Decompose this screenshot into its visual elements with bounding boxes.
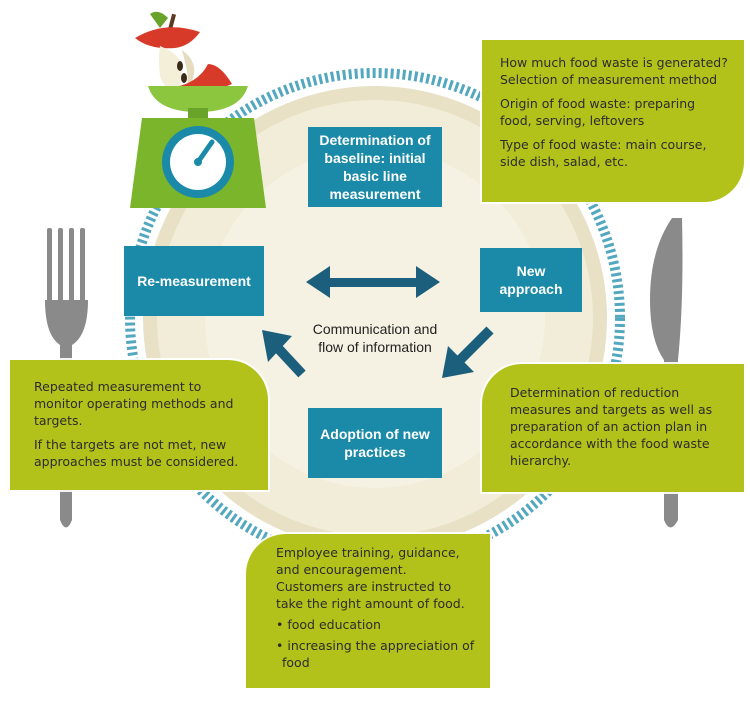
step-remeasurement-label: Re-measurement	[137, 273, 251, 289]
arrow-down-left-icon	[442, 326, 494, 378]
step-new-approach-label: New approach	[499, 263, 563, 297]
info-remeasurement-line-2: If the targets are not met, new approach…	[34, 437, 239, 469]
step-baseline-label: Determination of baseline: initial basic…	[319, 132, 431, 202]
apple-core-icon	[135, 11, 232, 96]
info-baseline-line-1: How much food waste is generated? Select…	[500, 55, 728, 87]
step-new-approach: New approach	[480, 248, 582, 312]
info-box-new-approach: Determination of reduction measures and …	[482, 364, 744, 492]
info-box-baseline: How much food waste is generated? Select…	[482, 40, 744, 202]
step-baseline: Determination of baseline: initial basic…	[308, 127, 442, 207]
kitchen-scale-icon	[130, 86, 266, 208]
double-arrow-icon	[306, 266, 440, 298]
info-baseline-line-2: Origin of food waste: preparing food, se…	[500, 96, 696, 128]
info-box-remeasurement: Repeated measurement to monitor operatin…	[10, 360, 268, 490]
info-new-approach-text: Determination of reduction measures and …	[510, 385, 713, 468]
info-adoption-bullet-2: • increasing the appreciation of food	[276, 638, 475, 670]
info-baseline-line-3: Type of food waste: main course, side di…	[500, 137, 707, 169]
info-remeasurement-line-1: Repeated measurement to monitor operatin…	[34, 379, 234, 428]
step-remeasurement: Re-measurement	[124, 246, 264, 316]
step-adoption-label: Adoption of new practices	[320, 426, 430, 460]
info-adoption-bullet-1: • food education	[276, 617, 381, 632]
arrow-up-left-icon	[262, 330, 306, 378]
info-adoption-intro: Employee training, guidance, and encoura…	[276, 545, 465, 611]
info-box-adoption: Employee training, guidance, and encoura…	[246, 534, 490, 688]
center-label: Communication and flow of information	[312, 321, 438, 355]
step-adoption: Adoption of new practices	[308, 408, 442, 478]
